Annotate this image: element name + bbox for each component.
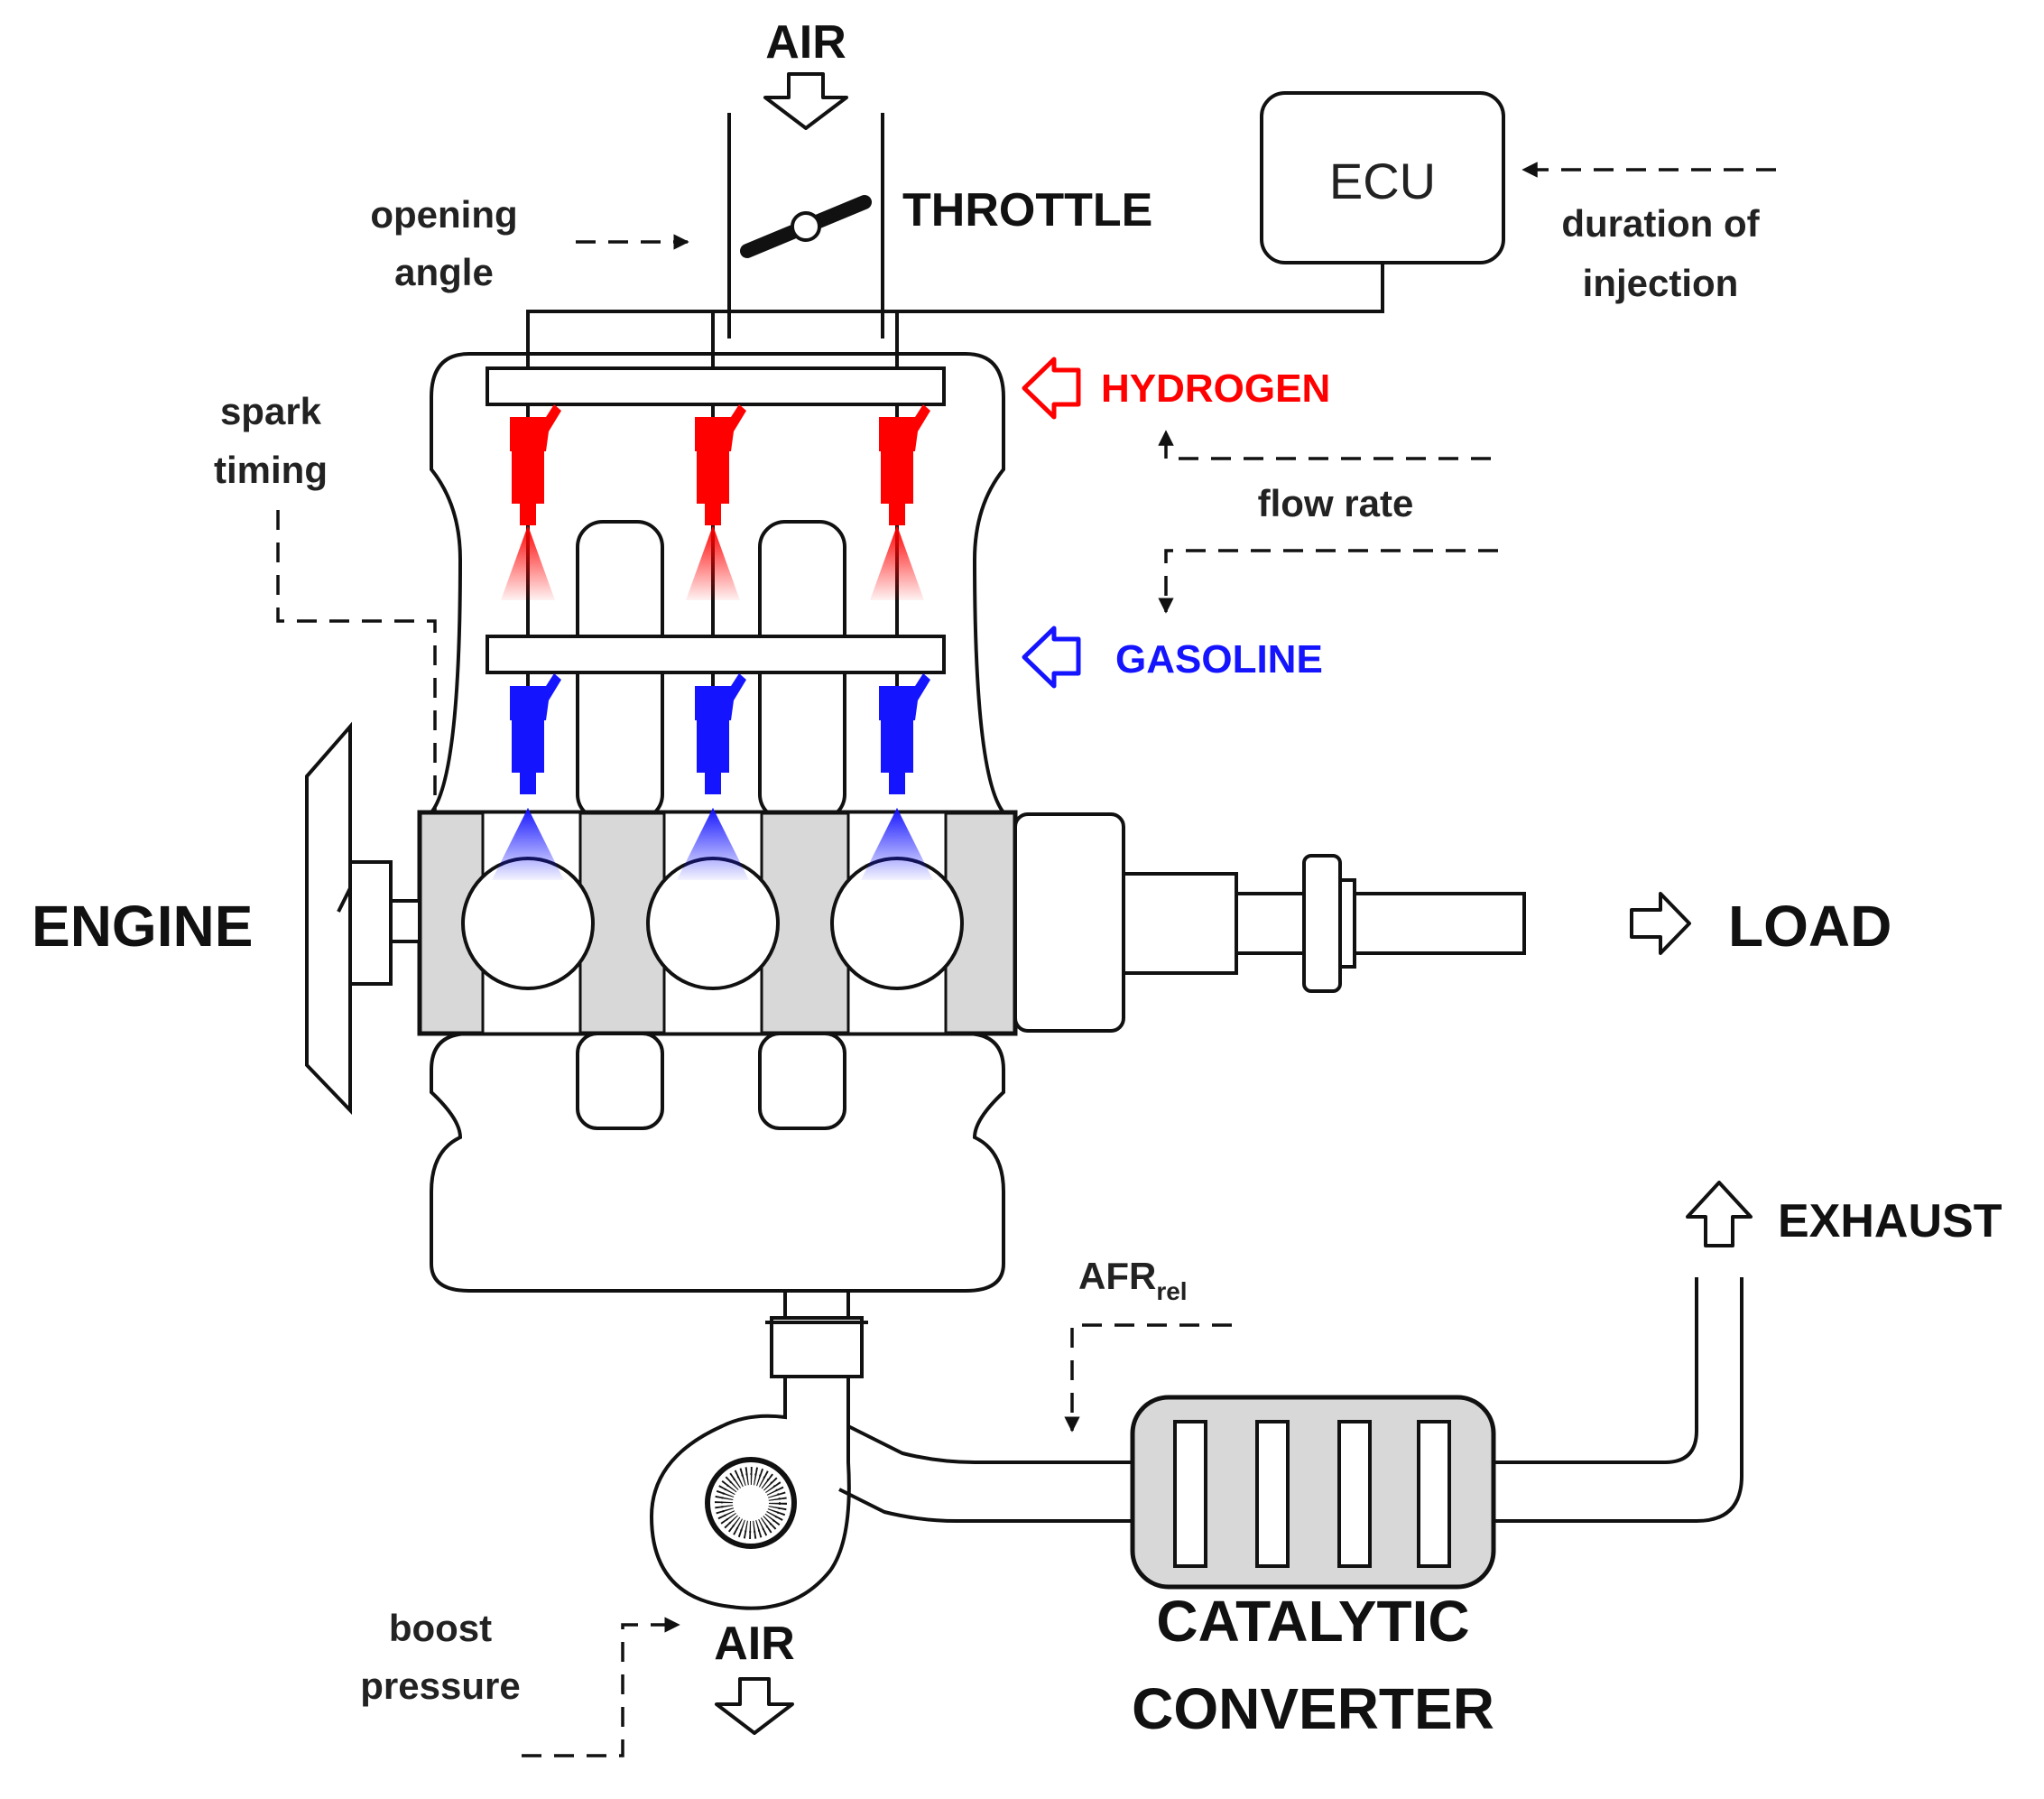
spark-timing-signal: [276, 510, 443, 859]
air-inlet-arrow-top: [763, 72, 848, 130]
catalytic-label-line1: CATALYTIC: [1156, 1589, 1469, 1654]
intake-pipe: [727, 113, 884, 338]
duration-label-line1: duration of: [1561, 202, 1760, 245]
opening-angle-label-line1: opening: [370, 193, 517, 236]
afr-signal: [1064, 1323, 1232, 1433]
afr-label-main: AFR: [1078, 1255, 1156, 1297]
throttle-label: THROTTLE: [902, 184, 1152, 236]
boost-label-line1: boost: [389, 1607, 492, 1649]
afr-label: AFRrel: [1078, 1255, 1188, 1305]
exhaust-outlet-arrow: [1686, 1181, 1753, 1247]
exhaust-manifold: [430, 1032, 1005, 1293]
air-bottom-label: AIR: [714, 1618, 795, 1670]
spark-timing-label-line1: spark: [220, 390, 322, 432]
spark-timing-label-line2: timing: [214, 449, 328, 491]
gasoline-inlet-arrow: [1022, 626, 1081, 689]
gasoline-label: GASOLINE: [1115, 637, 1323, 682]
catalytic-converter: [1130, 1395, 1496, 1590]
hydrogen-inlet-arrow: [1022, 357, 1081, 420]
hydrogen-flow-signal: [1158, 430, 1491, 460]
exhaust-pipe: [838, 1277, 1743, 1523]
hydrogen-injector-1: [501, 404, 561, 600]
gasoline-rail: [486, 411, 946, 692]
hydrogen-label: HYDROGEN: [1101, 366, 1330, 411]
hydrogen-injectors: [501, 404, 930, 600]
afr-label-subscript: rel: [1156, 1277, 1187, 1305]
boost-label-line2: pressure: [360, 1665, 520, 1707]
boost-signal: [522, 1617, 680, 1757]
output-shaft: [1013, 812, 1526, 1033]
hydrogen-injector-3: [870, 404, 930, 600]
throttle-valve: [740, 195, 872, 258]
gasoline-sprays: [492, 808, 933, 880]
ecu-label: ECU: [1329, 153, 1436, 209]
turbo-pipe: [765, 1291, 868, 1378]
opening-angle-label-line2: angle: [394, 251, 494, 293]
engine-pulley: [305, 721, 421, 1115]
duration-label-line2: injection: [1583, 262, 1739, 304]
hydrogen-injector-2: [686, 404, 746, 600]
air-inlet-arrow-bottom: [715, 1677, 794, 1735]
turbocharger: [649, 1377, 851, 1610]
air-top-label: AIR: [765, 16, 846, 69]
engine-label: ENGINE: [32, 894, 253, 959]
load-arrow: [1630, 892, 1691, 955]
gasoline-flow-signal: [1158, 549, 1498, 614]
load-label: LOAD: [1728, 894, 1891, 959]
exhaust-label: EXHAUST: [1778, 1195, 2002, 1247]
catalytic-label-line2: CONVERTER: [1132, 1676, 1494, 1741]
flow-rate-label: flow rate: [1258, 482, 1414, 524]
